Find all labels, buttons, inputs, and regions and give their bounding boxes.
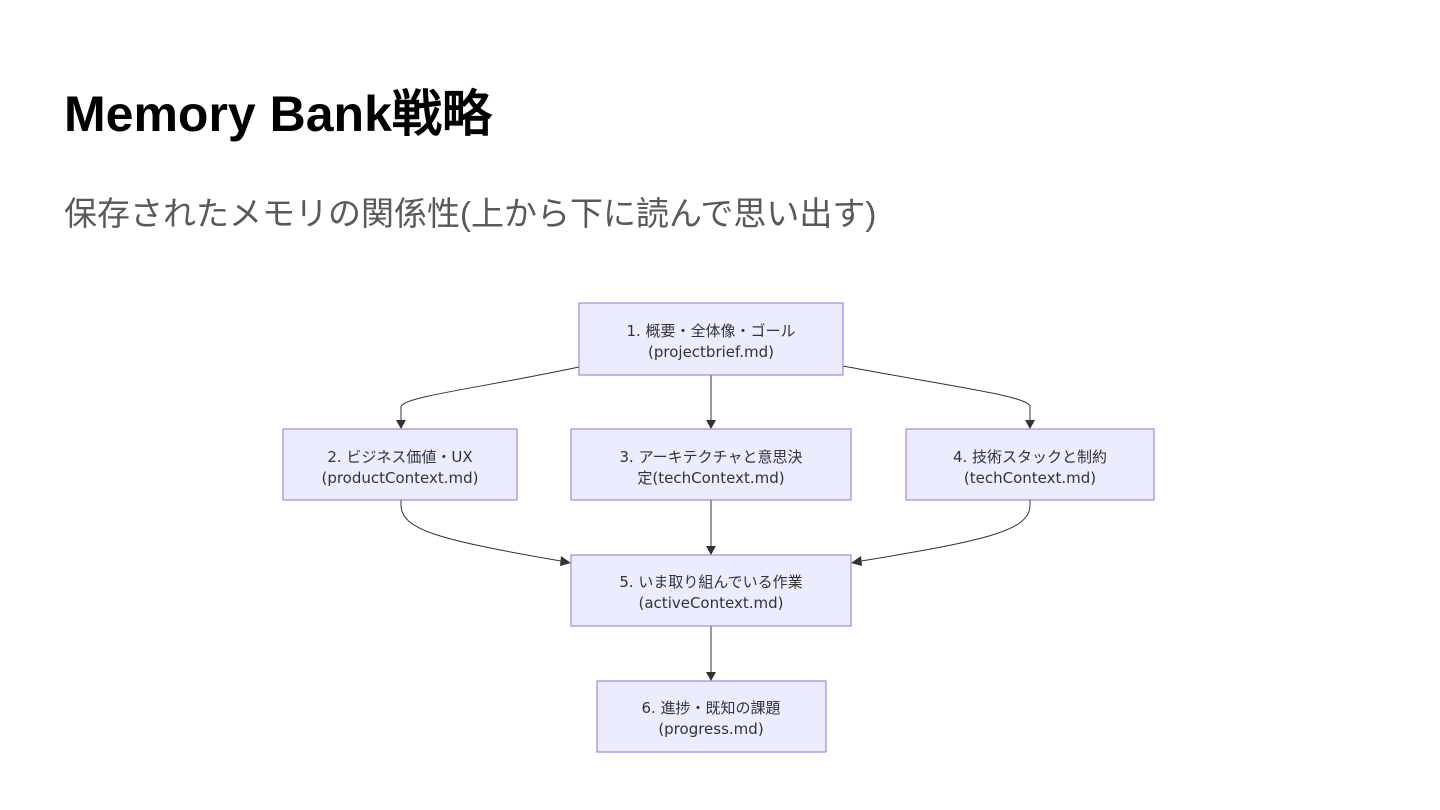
edge-n1-n2 bbox=[400, 366, 580, 420]
node-business-value-file: (productContext.md) bbox=[321, 469, 478, 487]
node-architecture-file: 定(techContext.md) bbox=[637, 469, 784, 487]
node-business-value-box bbox=[282, 428, 518, 501]
slide-subtitle: 保存されたメモリの関係性(上から下に読んで思い出す) bbox=[64, 195, 877, 232]
node-active-work-file: (activeContext.md) bbox=[639, 594, 784, 612]
node-tech-stack-file: (techContext.md) bbox=[964, 469, 1096, 487]
node-progress-box bbox=[596, 680, 827, 753]
node-overview-file: (projectbrief.md) bbox=[648, 343, 774, 361]
node-overview-label: 1. 概要・全体像・ゴール bbox=[626, 322, 795, 340]
node-overview: 1. 概要・全体像・ゴール (projectbrief.md) bbox=[578, 302, 844, 376]
edges bbox=[396, 365, 1035, 681]
node-progress-label: 6. 進捗・既知の課題 bbox=[641, 699, 780, 717]
node-business-value: 2. ビジネス価値・UX (productContext.md) bbox=[282, 428, 518, 501]
arrowhead-n1-n3 bbox=[706, 420, 716, 429]
node-business-value-label: 2. ビジネス価値・UX bbox=[327, 448, 472, 466]
node-tech-stack-box bbox=[905, 428, 1155, 501]
arrowhead-n1-n4 bbox=[1025, 420, 1035, 429]
edge-n1-n4 bbox=[842, 365, 1031, 420]
arrowhead-n1-n2 bbox=[396, 420, 406, 429]
node-active-work-box bbox=[570, 554, 852, 627]
node-active-work-label: 5. いま取り組んでいる作業 bbox=[619, 573, 802, 591]
slide-title: Memory Bank戦略 bbox=[64, 86, 492, 142]
node-tech-stack-label: 4. 技術スタックと制約 bbox=[953, 448, 1107, 466]
arrowhead-n4-n5 bbox=[851, 556, 862, 566]
node-architecture-box bbox=[570, 428, 852, 501]
arrowhead-n3-n5 bbox=[706, 546, 716, 555]
arrowhead-n5-n6 bbox=[706, 672, 716, 681]
edge-n2-n5 bbox=[400, 500, 562, 562]
node-architecture-label: 3. アーキテクチャと意思決 bbox=[619, 448, 802, 466]
node-active-work: 5. いま取り組んでいる作業 (activeContext.md) bbox=[570, 554, 852, 627]
node-progress-file: (progress.md) bbox=[658, 720, 763, 738]
node-tech-stack: 4. 技術スタックと制約 (techContext.md) bbox=[905, 428, 1155, 501]
node-overview-box bbox=[578, 302, 844, 376]
node-architecture: 3. アーキテクチャと意思決 定(techContext.md) bbox=[570, 428, 852, 501]
node-progress: 6. 進捗・既知の課題 (progress.md) bbox=[596, 680, 827, 753]
arrowhead-n2-n5 bbox=[560, 556, 571, 566]
edge-n4-n5 bbox=[860, 500, 1031, 562]
